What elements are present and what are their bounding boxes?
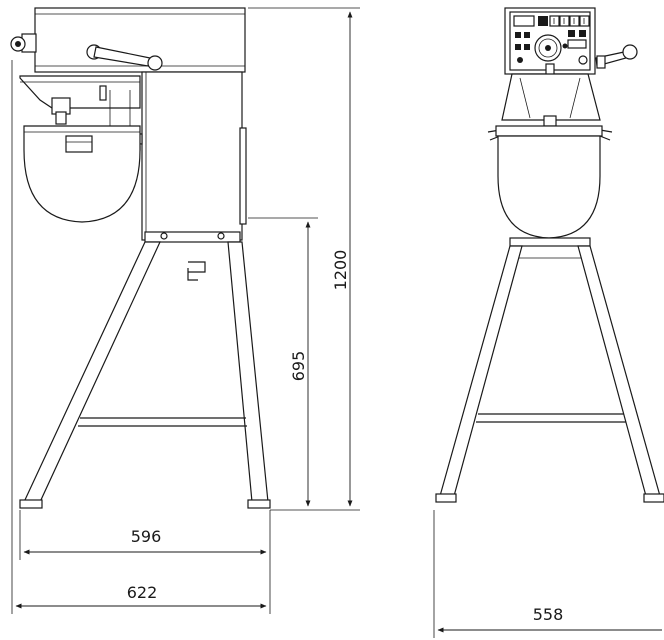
front-lever-icon (595, 44, 638, 69)
front-dimensions: 558 (433, 510, 662, 638)
timer-dial-icon (534, 34, 562, 62)
front-gear-housing (501, 73, 601, 121)
side-switch-icon (10, 33, 37, 53)
side-leg-right (227, 241, 269, 503)
front-view (435, 7, 664, 503)
front-bowl (495, 125, 603, 239)
side-column (141, 71, 243, 241)
dim-height-stand: 695 (289, 351, 308, 382)
side-view (10, 7, 271, 509)
dim-width-front: 558 (533, 605, 564, 624)
side-gear-housing (19, 75, 141, 109)
side-lever-icon (86, 44, 163, 71)
side-bowl (23, 125, 141, 223)
dim-width-stand: 596 (131, 527, 162, 546)
side-hook (188, 261, 206, 273)
side-leg-left (23, 241, 161, 503)
dim-height-total: 1200 (331, 250, 350, 291)
front-leg-left (439, 245, 523, 497)
side-dimensions: 1200 695 596 622 (11, 7, 360, 614)
front-leg-right (577, 245, 661, 497)
dim-width-total: 622 (127, 583, 158, 602)
